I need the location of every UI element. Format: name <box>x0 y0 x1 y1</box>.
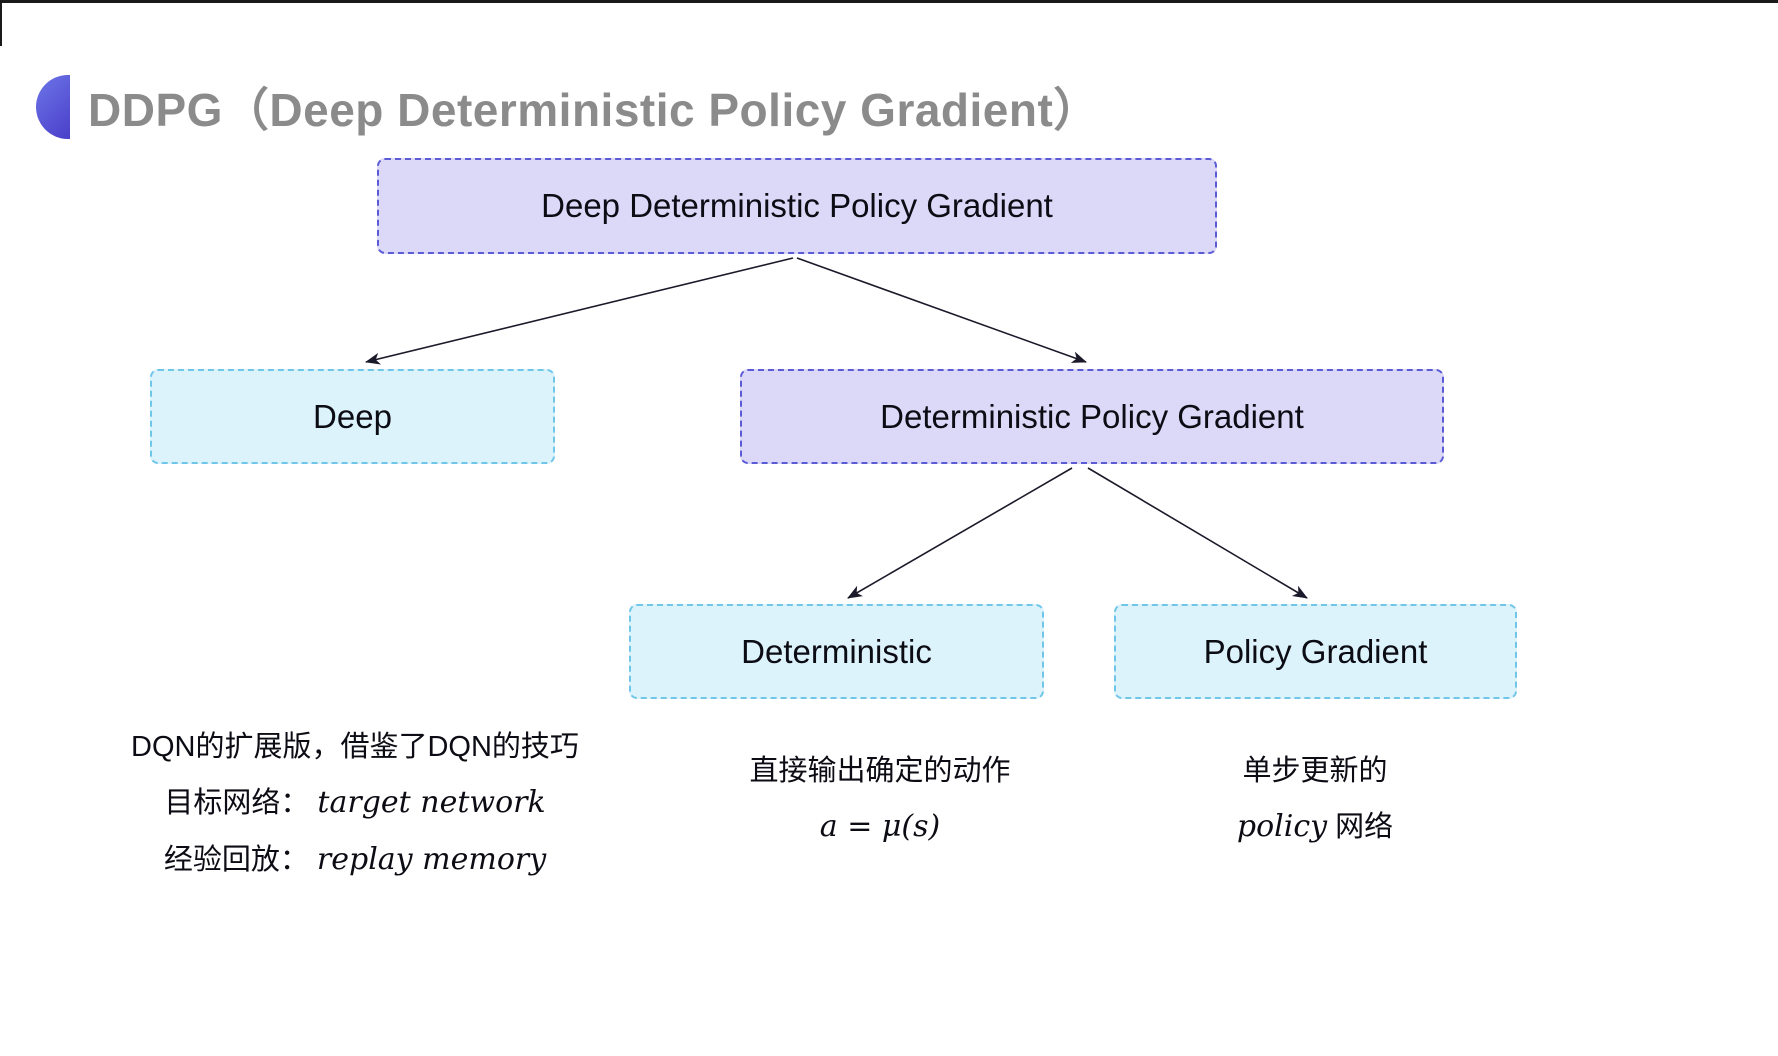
note-deep-line3-label: 经验回放： <box>163 843 309 876</box>
note-deep-line2-term: target network <box>317 785 546 821</box>
note-policy-gradient-term: policy <box>1236 809 1328 845</box>
node-deterministic: Deterministic <box>629 604 1044 699</box>
bullet-icon <box>36 75 70 139</box>
note-policy-gradient-line1: 单步更新的 <box>1242 755 1388 787</box>
note-deep: DQN的扩展版，借鉴了DQN的技巧 目标网络： target network 经… <box>105 728 605 896</box>
node-deep: Deep <box>150 369 555 464</box>
node-deterministic-policy-gradient: Deterministic Policy Gradient <box>740 369 1444 464</box>
page-title: DDPG（Deep Deterministic Policy Gradient） <box>88 84 1100 136</box>
note-deterministic-line1: 直接输出确定的动作 <box>749 755 1011 787</box>
left-border-line <box>0 0 2 46</box>
node-label: Deep <box>313 397 392 435</box>
arrow-dpg-to-policy-gradient <box>1087 467 1308 599</box>
node-deep-deterministic-policy-gradient: Deep Deterministic Policy Gradient <box>377 158 1217 254</box>
note-deep-line2: 目标网络： target network <box>105 783 605 824</box>
note-deep-line3: 经验回放： replay memory <box>105 840 605 881</box>
node-label: Deep Deterministic Policy Gradient <box>541 187 1053 224</box>
arrow-dpg-to-deterministic <box>847 467 1073 599</box>
node-label: Deterministic <box>741 632 932 670</box>
note-policy-gradient: 单步更新的 policy 网络 <box>1150 752 1480 864</box>
note-deep-line2-label: 目标网络： <box>164 787 310 820</box>
note-deterministic-formula: a = μ(s) <box>819 809 941 845</box>
note-deep-line3-term: replay memory <box>316 841 547 877</box>
node-label: Deterministic Policy Gradient <box>880 397 1304 435</box>
node-label: Policy Gradient <box>1203 632 1428 670</box>
note-policy-gradient-rest: 网络 <box>1327 811 1394 844</box>
note-deep-line1: DQN的扩展版，借鉴了DQN的技巧 <box>131 731 579 763</box>
arrow-root-to-dpg <box>796 257 1087 363</box>
note-deterministic: 直接输出确定的动作 a = μ(s) <box>710 752 1050 864</box>
top-border-line <box>0 0 1778 3</box>
note-policy-gradient-line2: policy 网络 <box>1150 807 1480 848</box>
node-policy-gradient: Policy Gradient <box>1114 604 1517 699</box>
title-row: DDPG（Deep Deterministic Policy Gradient） <box>36 74 1100 140</box>
arrow-root-to-deep <box>365 257 794 365</box>
